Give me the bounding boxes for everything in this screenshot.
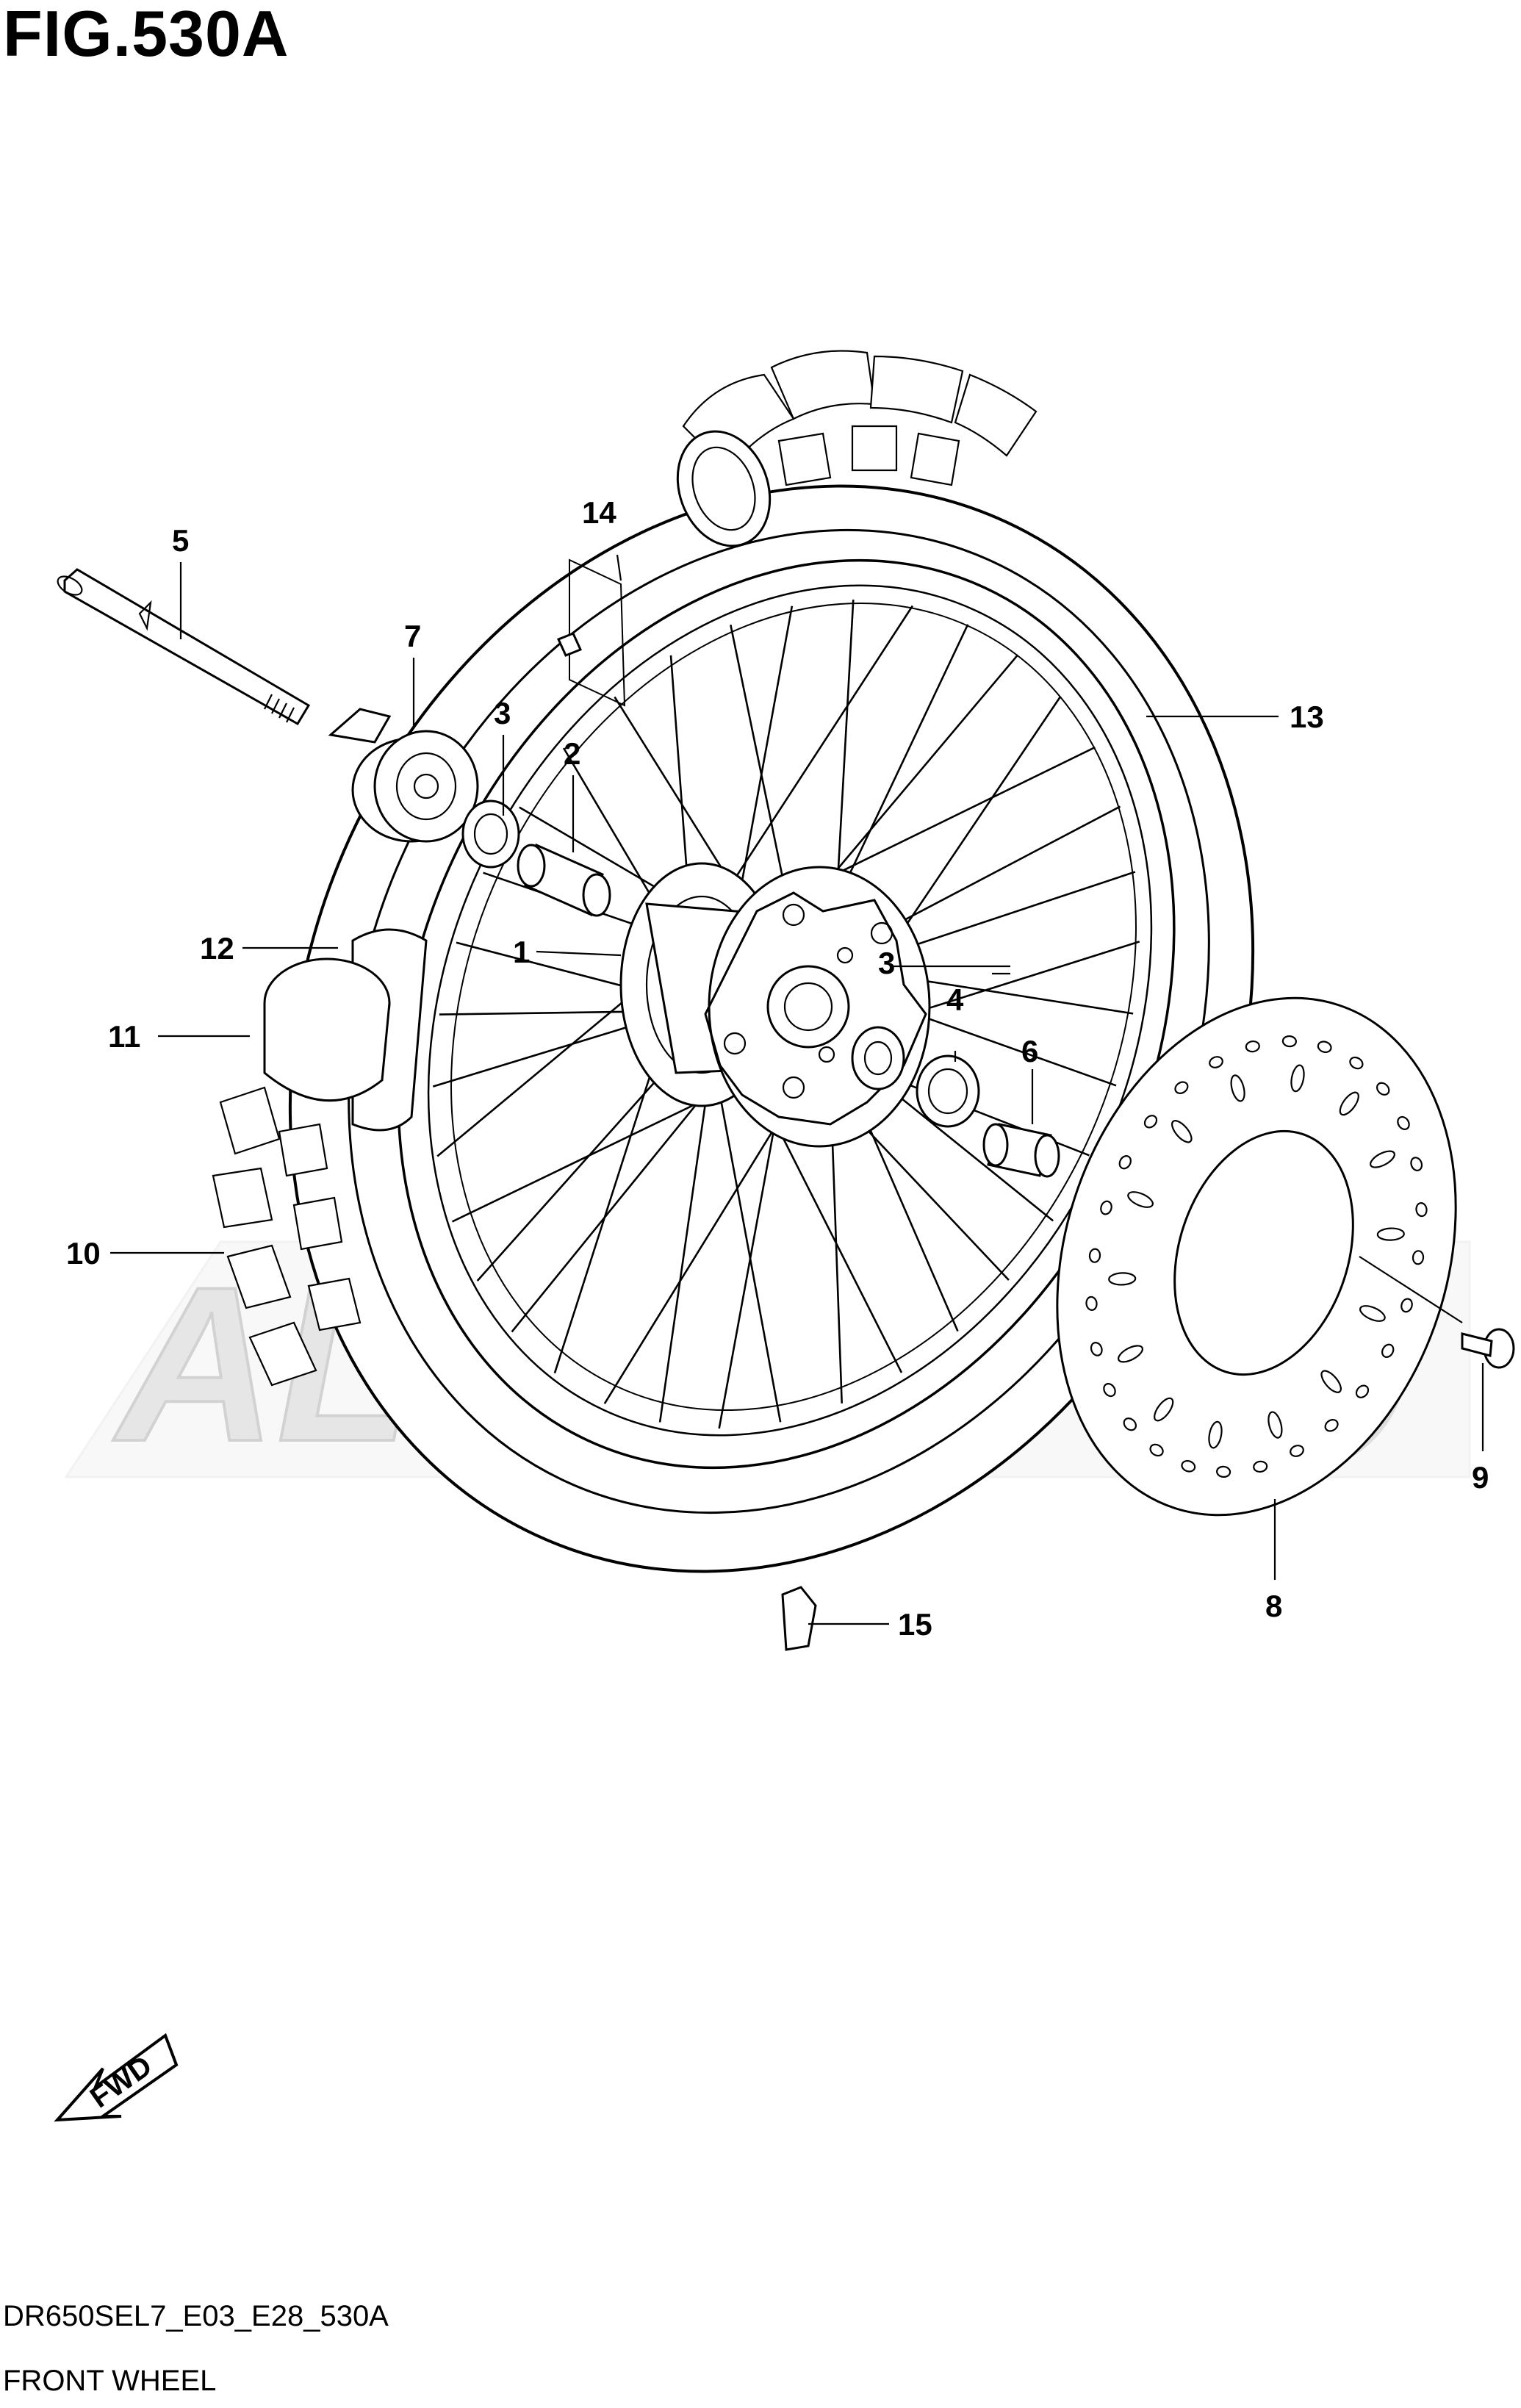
- disc-hole: [1412, 1250, 1425, 1265]
- disc-hole: [1103, 1383, 1116, 1398]
- disc-hole: [1100, 1200, 1112, 1215]
- disc-hole: [1090, 1342, 1103, 1356]
- disc-hole: [1143, 1115, 1158, 1129]
- oil-seal: [916, 1054, 980, 1128]
- valve-clip: [781, 1586, 817, 1651]
- bearing-right: [851, 1026, 905, 1090]
- inner-tube: [263, 957, 391, 1102]
- fwd-direction-marker: FWD: [54, 2033, 179, 2122]
- disc-hole: [1209, 1056, 1223, 1068]
- disc-hole: [1339, 1091, 1359, 1116]
- disc-hole: [1376, 1082, 1390, 1096]
- disc-hole: [1216, 1465, 1231, 1478]
- callout-6: 6: [1021, 1034, 1038, 1068]
- callout-12: 12: [200, 931, 234, 966]
- disc-hole: [1290, 1445, 1304, 1457]
- disc-hole: [1370, 1150, 1395, 1168]
- callout-5: 5: [172, 523, 189, 558]
- disc-hole: [1208, 1420, 1223, 1449]
- callout-10: 10: [66, 1236, 101, 1271]
- spoke-set: [556, 558, 626, 707]
- disc-hole: [1154, 1397, 1174, 1422]
- disc-hole: [1324, 1419, 1339, 1432]
- disc-hole: [1171, 1120, 1193, 1143]
- disc-hole: [1181, 1459, 1196, 1473]
- spacer: [517, 843, 611, 917]
- disc-hole: [1349, 1056, 1364, 1070]
- callout-13: 13: [1290, 700, 1324, 734]
- disc-hole: [1230, 1074, 1245, 1102]
- disc-hole: [1359, 1305, 1386, 1322]
- callout-15: 15: [898, 1607, 932, 1642]
- axle-collar: [328, 708, 479, 843]
- disc-hole: [1410, 1157, 1423, 1171]
- callout-8: 8: [1265, 1589, 1282, 1623]
- disc-hole: [1400, 1298, 1413, 1313]
- axle-spacer-right: [982, 1123, 1060, 1178]
- figure-title: FIG.530A: [3, 0, 290, 70]
- callout-11: 11: [108, 1019, 140, 1054]
- disc-hole: [1085, 1295, 1098, 1311]
- callout-2: 2: [564, 736, 580, 771]
- callout-3a: 3: [494, 696, 511, 730]
- disc-hole: [1415, 1202, 1428, 1218]
- callout-labels: 5 7 3 2 14 13 1 12 11 10 3 4 6 9 8 15: [66, 495, 1489, 1642]
- bearing-left: [461, 799, 520, 869]
- figure-subtitle: FRONT WHEEL: [3, 2365, 217, 2397]
- disc-hole: [1245, 1040, 1260, 1053]
- disc-hole: [1149, 1443, 1164, 1457]
- callout-3b: 3: [878, 946, 895, 980]
- disc-hole: [1381, 1343, 1395, 1358]
- model-code: DR650SEL7_E03_E28_530A: [3, 2300, 389, 2332]
- leader-lines: [110, 554, 1484, 1625]
- disc-bolt: [1461, 1328, 1515, 1369]
- disc-hole: [1123, 1417, 1137, 1431]
- disc-hole: [1376, 1227, 1405, 1241]
- front-axle: [57, 568, 311, 726]
- callout-7: 7: [404, 619, 421, 653]
- callout-9: 9: [1472, 1460, 1489, 1495]
- callout-1: 1: [513, 935, 530, 969]
- disc-hole: [1088, 1248, 1101, 1263]
- disc-hole: [1290, 1064, 1305, 1093]
- disc-hole: [1355, 1384, 1370, 1398]
- disc-hole: [1317, 1041, 1332, 1054]
- disc-hole: [1118, 1345, 1143, 1363]
- disc-hole: [1320, 1370, 1342, 1393]
- callout-14: 14: [582, 495, 616, 530]
- disc-hole: [1108, 1272, 1137, 1286]
- disc-hole: [1253, 1460, 1268, 1473]
- disc-hole: [1127, 1191, 1154, 1208]
- disc-hole: [1397, 1115, 1410, 1130]
- brake-disc: [1056, 996, 1457, 1517]
- disc-hole: [1281, 1035, 1297, 1048]
- disc-hole: [1174, 1081, 1189, 1094]
- callout-4: 4: [946, 982, 964, 1017]
- disc-hole: [1118, 1155, 1132, 1170]
- disc-hole: [1268, 1411, 1283, 1439]
